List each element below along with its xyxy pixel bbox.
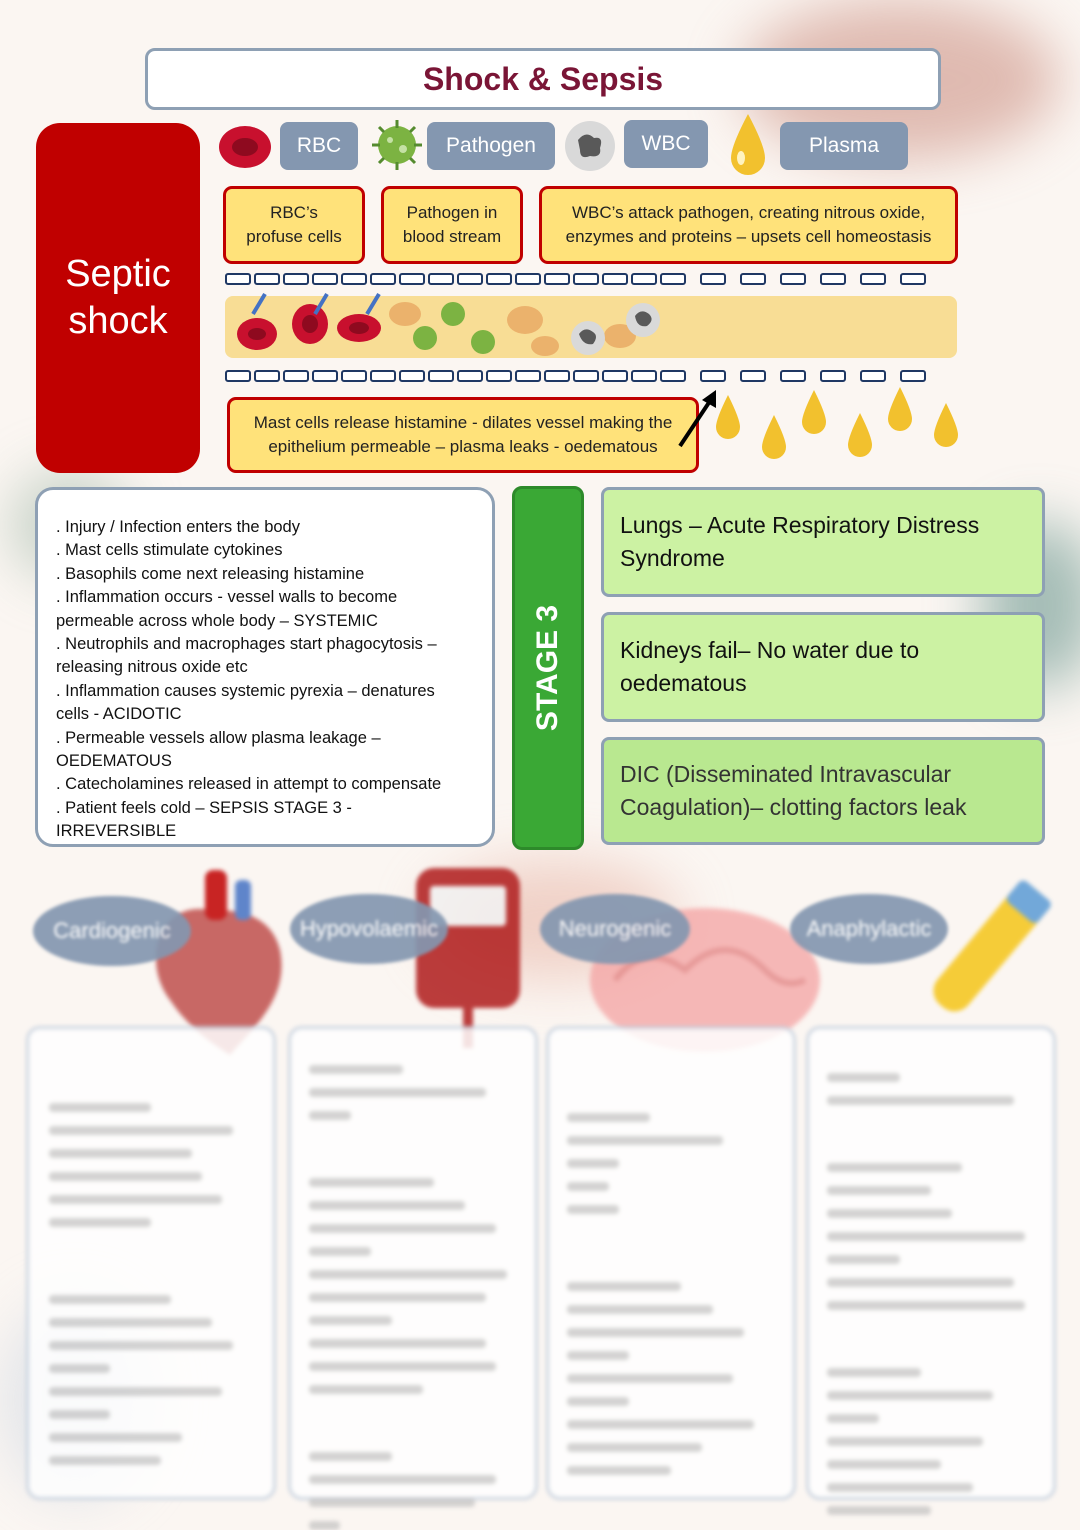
pathogen-icon (372, 120, 422, 170)
caption-mast-line2: epithelium permeable – plasma leaks - oe… (268, 437, 658, 456)
effect-lungs-line2: Syndrome (620, 545, 725, 571)
sepsis-steps-list: . Injury / Infection enters the body . M… (35, 487, 495, 847)
shock-type-hypovolaemic: Hypovolaemic (290, 894, 448, 964)
effect-kidneys-line2: oedematous (620, 670, 747, 696)
leaking-arrows (251, 292, 381, 316)
step-line: releasing nitrous oxide etc (56, 658, 248, 677)
caption-wbc-line1: WBC’s attack pathogen, creating nitrous … (571, 203, 926, 223)
page-title: Shock & Sepsis (145, 48, 941, 110)
step-line: . Basophils come next releasing histamin… (56, 564, 365, 583)
anaphylactic-details-card (806, 1026, 1056, 1515)
septic-shock-label: Septic shock (36, 123, 200, 473)
wbc-icon (565, 121, 615, 171)
vessel-contents (237, 292, 660, 356)
caption-wbc: WBC’s attack pathogen, creating nitrous … (539, 186, 958, 264)
cardiogenic-details-card (26, 1026, 276, 1500)
vessel-wall-bottom (225, 370, 926, 384)
shock-type-neurogenic: Neurogenic (540, 894, 690, 964)
plasma-drop-icon (731, 114, 765, 175)
heart-icon (155, 870, 282, 1055)
legend-plasma: Plasma (780, 122, 908, 170)
step-line: . Injury / Infection enters the body (56, 518, 300, 536)
rbc-cells (237, 304, 381, 350)
caption-mast-line1: Mast cells release histamine - dilates v… (253, 413, 673, 433)
step-line: . Mast cells stimulate cytokines (56, 541, 283, 560)
step-line: permeable across whole body – SYSTEMIC (56, 611, 378, 630)
vessel-wall-top (225, 273, 926, 287)
shock-word: shock (68, 300, 168, 342)
effect-dic-line2: Coagulation)– clotting factors leak (620, 794, 967, 820)
caption-mast-cells: Mast cells release histamine - dilates v… (227, 397, 699, 473)
septic-word: Septic (65, 252, 171, 295)
shock-type-anaphylactic: Anaphylactic (790, 894, 948, 964)
stage-3-label: STAGE 3 (531, 604, 564, 732)
caption-rbc-line1: RBC’s (270, 203, 318, 223)
step-line: . Inflammation occurs - vessel walls to … (56, 588, 398, 607)
shock-type-cardiogenic: Cardiogenic (33, 896, 191, 966)
step-line: . Patient feels cold – SEPSIS STAGE 3 - … (56, 798, 352, 841)
plasma-drops-icon (716, 387, 958, 459)
effect-kidneys-line1: Kidneys fail– No water due to (620, 637, 920, 663)
wbc-cells (571, 303, 660, 355)
caption-pathogen: Pathogen in blood stream (381, 186, 523, 264)
caption-rbc-line2: profuse cells (246, 227, 342, 246)
step-line: . Inflammation causes systemic pyrexia –… (56, 681, 435, 700)
test-tube-icon (933, 880, 1051, 1012)
effect-lungs-line1: Lungs – Acute Respiratory Distress (620, 512, 980, 538)
neurogenic-details-card (546, 1026, 796, 1500)
leak-arrow-icon (678, 390, 716, 448)
step-line: OEDEMATOUS (56, 752, 172, 771)
step-line: . Catecholamines released in attempt to … (56, 775, 442, 794)
stage-3-banner: STAGE 3 (512, 486, 584, 850)
effect-dic-line1: DIC (Disseminated Intravascular (620, 761, 952, 787)
effect-kidneys: Kidneys fail– No water due to oedematous (601, 612, 1045, 722)
caption-rbc: RBC’s profuse cells (223, 186, 365, 264)
legend-wbc: WBC (624, 120, 708, 168)
caption-pathogen-line1: Pathogen in (406, 203, 498, 223)
caption-wbc-line2: enzymes and proteins – upsets cell homeo… (565, 227, 932, 246)
step-line: . Neutrophils and macrophages start phag… (56, 635, 437, 654)
step-line: cells - ACIDOTIC (56, 705, 182, 724)
rbc-icon (219, 126, 271, 168)
legend-pathogen: Pathogen (427, 122, 555, 170)
step-line: . Permeable vessels allow plasma leakage… (56, 728, 381, 747)
caption-pathogen-line2: blood stream (402, 227, 502, 246)
hypovolaemic-details-card (288, 1026, 538, 1530)
pathogen-cells (413, 302, 495, 354)
tissue-blobs (389, 302, 636, 356)
legend-rbc: RBC (280, 122, 358, 170)
